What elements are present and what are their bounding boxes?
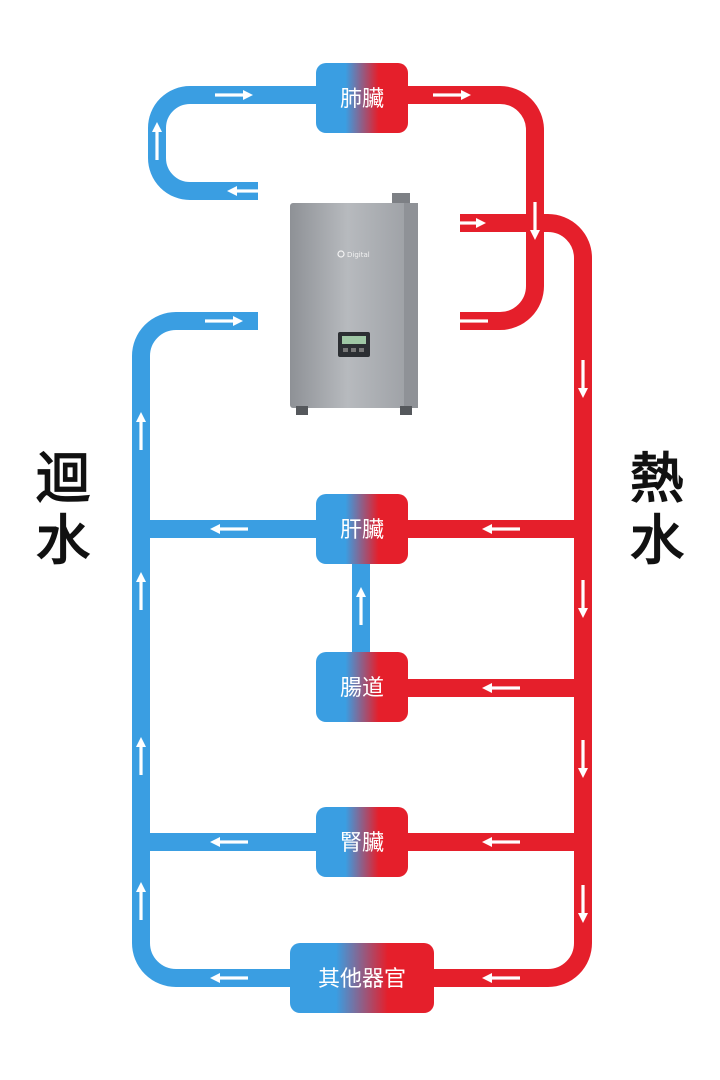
lung-return-loop [148,86,320,200]
organ-intestine: 腸道 [316,652,408,722]
organ-kidney-label: 腎臟 [340,831,384,856]
flow-arrows [136,90,588,983]
organ-liver-box [316,494,408,564]
heater-hot-outlet [430,214,592,987]
flow-arrow-down-14 [578,740,588,778]
heater-button-3 [359,348,364,352]
heater-button-2 [351,348,356,352]
flow-arrow-up-11 [136,882,146,920]
flow-arrow-down-12 [578,360,588,398]
flow-arrow-down-15 [578,885,588,923]
organ-intestine-box [316,652,408,722]
flow-arrow-left-20 [210,837,248,847]
flow-arrow-up-8 [136,412,146,450]
organ-kidney-box [316,807,408,877]
organ-lung-box [316,63,408,133]
organ-other-box [290,943,434,1013]
flow-arrow-left-22 [210,973,248,983]
main-return-pipe [132,312,292,987]
heater-display [342,336,366,344]
organ-liver: 肝臟 [316,494,408,564]
heater-body [290,203,418,408]
heater-control-panel [338,332,370,357]
heater-button-1 [343,348,348,352]
flow-arrow-left-7 [450,316,488,326]
hot-pipes [404,86,592,987]
heater-side-shade [404,203,418,408]
heater-logo-icon [337,250,345,258]
flow-arrow-down-13 [578,580,588,618]
lung-supply-loop [408,86,544,330]
flow-arrow-down-4 [530,202,540,240]
organ-other: 其他器官 [290,943,434,1013]
flow-arrow-left-3 [227,186,265,196]
water-heater: Digital [290,193,418,415]
organ-other-label: 其他器官 [318,967,406,992]
organ-lung-label: 肺臟 [340,87,384,112]
heater-brand: Digital [347,251,370,259]
organ-lung: 肺臟 [316,63,408,133]
flow-arrow-right-1 [433,90,471,100]
flow-arrow-left-23 [482,973,520,983]
return-water-label: 迴 水 [36,447,90,572]
flow-arrow-left-21 [482,837,520,847]
flow-arrow-right-5 [448,218,486,228]
organ-liver-label: 肝臟 [340,518,384,543]
flow-arrow-up-9 [136,572,146,610]
heater-foot-right [400,406,412,415]
flow-arrow-up-2 [152,122,162,160]
heater-foot-left [296,406,308,415]
flow-arrow-left-17 [482,524,520,534]
flow-arrow-left-16 [210,524,248,534]
flow-arrow-up-10 [136,737,146,775]
organ-kidney: 腎臟 [316,807,408,877]
organ-intestine-label: 腸道 [340,676,384,701]
hot-water-label: 熱 水 [630,447,684,572]
flow-arrow-left-19 [482,683,520,693]
flow-arrow-right-6 [205,316,243,326]
flow-arrow-right-0 [215,90,253,100]
flow-arrow-up-18 [356,587,366,625]
